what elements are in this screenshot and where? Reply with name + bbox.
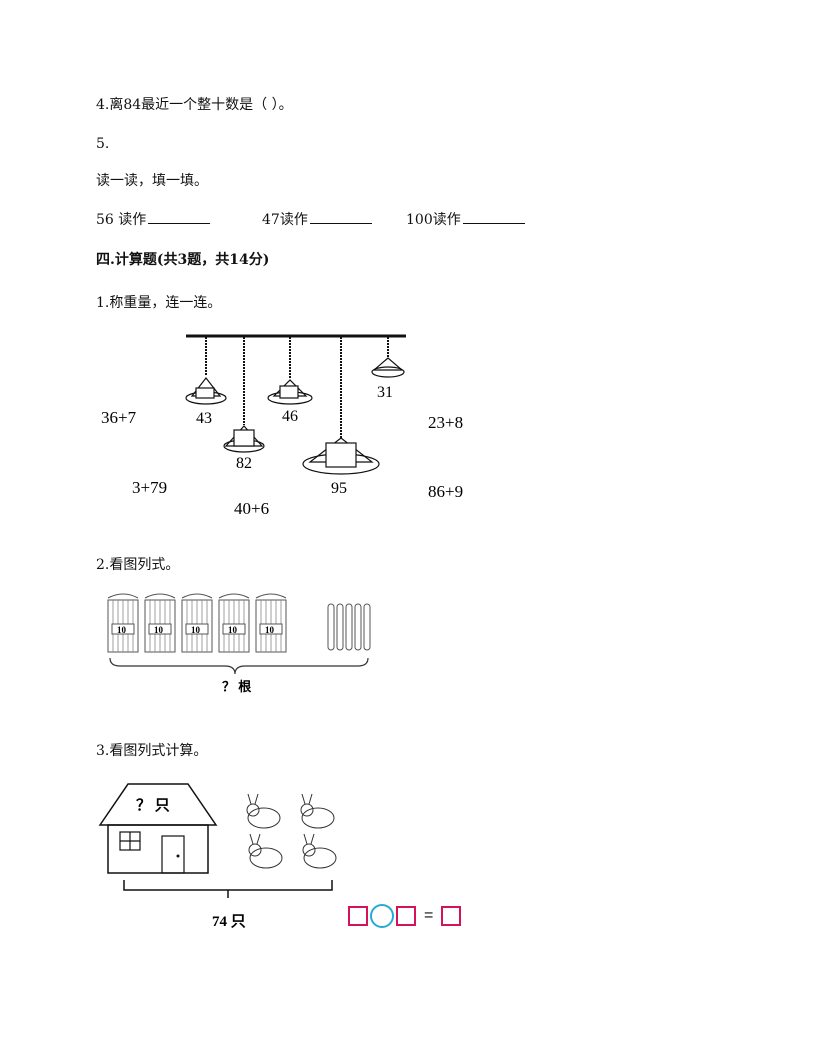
loose-sticks <box>327 603 371 651</box>
bundle-of-ten: 10 <box>218 593 250 653</box>
number-box[interactable] <box>396 906 416 926</box>
read-item-47: 47读作 <box>262 209 372 229</box>
weight-label: 82 <box>236 455 252 472</box>
answer-blank[interactable] <box>148 209 211 224</box>
scale-pan-82 <box>223 425 265 453</box>
bundle-of-ten: 10 <box>255 593 287 653</box>
expression-label[interactable]: 3+79 <box>132 478 167 497</box>
read-item-label: 100读作 <box>406 212 461 228</box>
scale-pan-43 <box>185 377 227 405</box>
question-5-number: 5. <box>96 136 110 152</box>
read-item-100: 100读作 <box>406 209 525 229</box>
calc3-title: 3.看图列式计算。 <box>96 743 208 759</box>
scale-pan-31 <box>371 357 405 378</box>
rabbit-icon <box>302 833 337 869</box>
sticks-figure: 10 10 10 10 10 ？ 根 <box>107 593 371 694</box>
question-5-instruction: 读一读，填一填。 <box>96 173 208 189</box>
expression-label[interactable]: 23+8 <box>428 413 463 432</box>
bundle-of-ten: 10 <box>107 593 139 653</box>
brace <box>123 880 333 898</box>
bundle-label: 10 <box>117 625 127 635</box>
rabbit-group <box>246 793 337 869</box>
bundle-label: 10 <box>191 625 201 635</box>
scale-pan-46 <box>267 379 313 405</box>
weight-label: 95 <box>331 480 347 497</box>
read-item-56: 56 读作 <box>96 209 211 229</box>
bundle-label: 10 <box>265 625 275 635</box>
answer-blank[interactable] <box>309 209 372 224</box>
brace-label: ？ 根 <box>222 679 252 694</box>
scale-pan-95 <box>302 437 380 475</box>
weight-label: 43 <box>196 410 212 427</box>
bundle-label: 10 <box>228 625 238 635</box>
operator-circle[interactable] <box>370 904 394 928</box>
weight-label: 46 <box>282 408 298 425</box>
brace <box>109 657 369 675</box>
calc1-title: 1.称重量，连一连。 <box>96 295 222 311</box>
result-box[interactable] <box>441 906 462 926</box>
total-label: 74 只 <box>212 913 246 930</box>
read-item-label: 47读作 <box>262 212 308 228</box>
expression-label[interactable]: 86+9 <box>428 482 463 501</box>
rabbit-icon <box>246 793 281 829</box>
rabbit-icon <box>248 833 283 869</box>
house-label: ？ 只 <box>136 797 170 814</box>
question-4: 4.离84最近一个整十数是（ ）。 <box>96 97 293 113</box>
read-item-label: 56 读作 <box>96 212 147 228</box>
calc2-title: 2.看图列式。 <box>96 557 180 573</box>
house: ？ 只 <box>98 783 218 874</box>
number-box[interactable] <box>348 906 368 926</box>
weight-label: 31 <box>377 384 393 401</box>
expression-label[interactable]: 36+7 <box>101 408 137 427</box>
bundle-of-ten: 10 <box>144 593 176 653</box>
equals-sign: = <box>424 907 434 924</box>
scale-figure: 43 82 46 95 31 36+7 23+8 3+79 40+6 86+9 <box>101 334 463 518</box>
rabbit-icon <box>300 793 335 829</box>
section-heading: 四.计算题(共3题，共14分) <box>96 252 270 268</box>
answer-blank[interactable] <box>462 209 525 224</box>
bundle-label: 10 <box>154 625 164 635</box>
rabbits-figure: ？ 只 74 只 <box>98 783 337 930</box>
bundle-of-ten: 10 <box>181 593 213 653</box>
equation-boxes: = <box>348 904 462 928</box>
expression-label[interactable]: 40+6 <box>234 499 269 518</box>
